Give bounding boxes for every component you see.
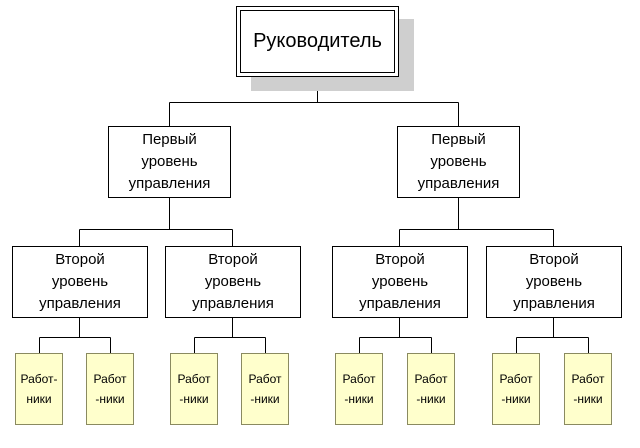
worker-node-2: Работ -ники bbox=[86, 353, 134, 425]
connector-l2-2 bbox=[194, 318, 266, 353]
level2-node-2: Второй уровень управления bbox=[165, 246, 301, 318]
worker-node-3: Работ -ники bbox=[170, 353, 218, 425]
worker-node-1: Работ- ники bbox=[15, 353, 63, 425]
level2-node-1: Второй уровень управления bbox=[12, 246, 148, 318]
root-node: Руководитель bbox=[236, 6, 399, 77]
level2-node-3: Второй уровень управления bbox=[332, 246, 468, 318]
level1-node-right: Первый уровень управления bbox=[397, 126, 520, 198]
connector-l1-right bbox=[399, 198, 554, 246]
worker-node-4: Работ -ники bbox=[241, 353, 289, 425]
level1-node-left: Первый уровень управления bbox=[108, 126, 231, 198]
worker-node-8: Работ -ники bbox=[564, 353, 612, 425]
connector-l1-left bbox=[79, 198, 233, 246]
level2-node-4: Второй уровень управления bbox=[486, 246, 622, 318]
worker-node-7: Работ -ники bbox=[492, 353, 540, 425]
connector-l2-1 bbox=[39, 318, 111, 353]
worker-node-5: Работ -ники bbox=[335, 353, 383, 425]
connector-l2-4 bbox=[516, 318, 589, 353]
connector-l2-3 bbox=[359, 318, 432, 353]
worker-node-6: Работ -ники bbox=[407, 353, 455, 425]
